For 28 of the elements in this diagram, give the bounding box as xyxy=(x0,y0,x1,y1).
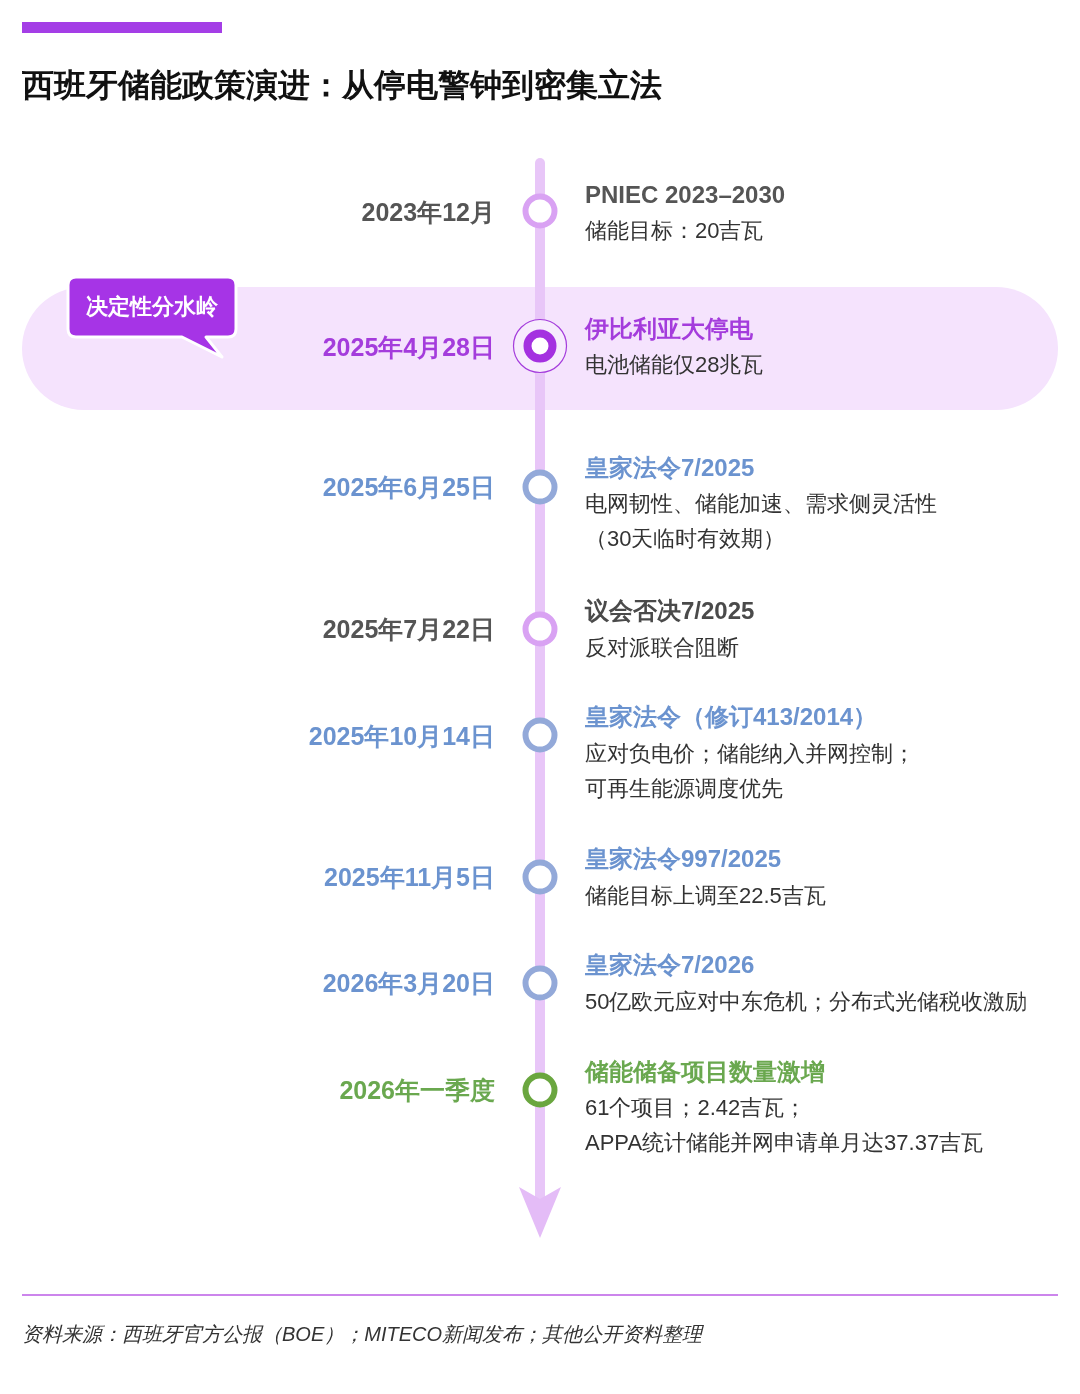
source-note: 资料来源：西班牙官方公报（BOE）；MITECO新闻发布；其他公开资料整理 xyxy=(22,1322,702,1347)
event-title: 储能储备项目数量激增 xyxy=(585,1057,825,1087)
callout-text: 决定性分水岭 xyxy=(86,293,218,321)
date-label: 2025年11月5日 xyxy=(324,862,495,892)
event-title: 皇家法令7/2025 xyxy=(585,453,755,483)
event-title: PNIEC 2023–2030 xyxy=(585,180,786,210)
date-label: 2025年6月25日 xyxy=(322,472,495,502)
event-description: 61个项目；2.42吉瓦； xyxy=(585,1093,807,1122)
date-label: 2026年一季度 xyxy=(339,1075,495,1105)
event-description: 反对派联合阻断 xyxy=(585,633,739,662)
event-description: 应对负电价；储能纳入并网控制；可再生能源调度优先 xyxy=(585,739,916,803)
diagram-title: 西班牙储能政策演进：从停电警钟到密集立法 xyxy=(22,66,662,105)
event-description: APPA统计储能并网申请单月达37.37吉瓦 xyxy=(585,1128,984,1157)
event-title: 皇家法令997/2025 xyxy=(585,844,782,874)
event-description: 50亿欧元应对中东危机；分布式光储税收激励 xyxy=(585,987,1028,1016)
event-title: 伊比利亚大停电 xyxy=(585,314,753,344)
event-title: 议会否决7/2025 xyxy=(585,596,755,626)
date-label: 2025年7月22日 xyxy=(322,614,495,644)
event-description: 储能目标：20吉瓦 xyxy=(585,216,764,245)
event-title: 皇家法令（修订413/2014） xyxy=(585,702,878,732)
event-description: 储能目标上调至22.5吉瓦 xyxy=(585,881,826,910)
date-label: 2025年10月14日 xyxy=(308,721,495,751)
date-label: 2023年12月 xyxy=(361,197,495,227)
event-description: 电池储能仅28兆瓦 xyxy=(585,350,764,379)
event-description: 电网韧性、储能加速、需求侧灵活性（30天临时有效期） xyxy=(585,489,938,553)
date-label: 2026年3月20日 xyxy=(322,968,495,998)
event-title: 皇家法令7/2026 xyxy=(585,950,755,980)
date-label: 2025年4月28日 xyxy=(322,332,495,362)
